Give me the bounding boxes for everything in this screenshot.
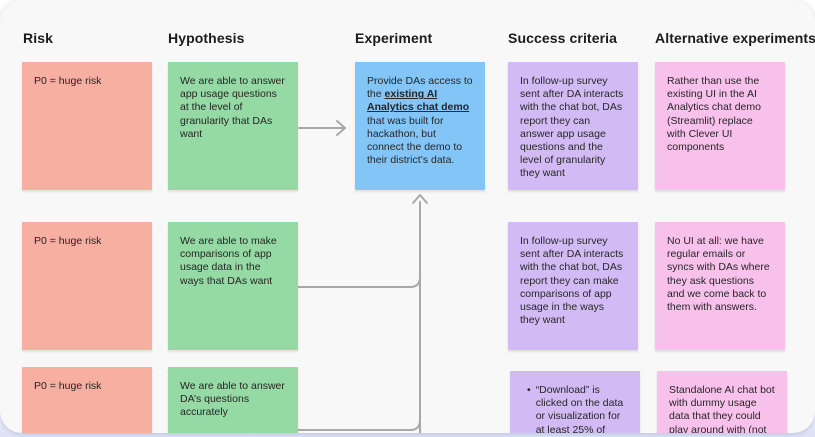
sticky-note-text: In follow-up survey sent after DA intera… xyxy=(520,75,624,180)
sticky-note-text: We are able to answer DA’s questions acc… xyxy=(180,380,285,419)
sticky-note-rich-text: Provide DAs access to the existing AI An… xyxy=(367,75,473,167)
column-header-hypothesis[interactable]: Hypothesis xyxy=(168,30,245,46)
column-header-success-criteria[interactable]: Success criteria xyxy=(508,30,618,46)
column-header-experiment[interactable]: Experiment xyxy=(355,30,433,46)
connector-hypothesis1-to-experiment[interactable] xyxy=(298,120,346,136)
sticky-note-alternative-2[interactable]: No UI at all: we have regular emails or … xyxy=(655,222,785,350)
sticky-note-text: No UI at all: we have regular emails or … xyxy=(667,235,770,314)
sticky-note-text: P0 = huge risk xyxy=(34,235,102,247)
column-header-risk[interactable]: Risk xyxy=(23,30,53,46)
bullet-item: • “Download” is clicked on the data or v… xyxy=(522,384,628,433)
sticky-note-hypothesis-1[interactable]: We are able to answer app usage question… xyxy=(168,62,298,190)
column-header-alternative-experiments[interactable]: Alternative experiments xyxy=(655,30,815,46)
sticky-note-hypothesis-3[interactable]: We are able to answer DA’s questions acc… xyxy=(168,367,298,433)
sticky-note-text: “Download” is clicked on the data or vis… xyxy=(535,384,624,433)
sticky-note-text: In follow-up survey sent after DA intera… xyxy=(520,235,624,327)
connector-trunk-to-experiment[interactable] xyxy=(412,194,428,433)
sticky-note-risk-1[interactable]: P0 = huge risk xyxy=(22,62,152,190)
sticky-note-experiment-1[interactable]: Provide DAs access to the existing AI An… xyxy=(355,62,485,190)
sticky-note-text: Rather than use the existing UI in the A… xyxy=(667,75,761,154)
sticky-note-text: P0 = huge risk xyxy=(34,75,102,87)
sticky-note-text: We are able to make comparisons of app u… xyxy=(180,235,277,287)
sticky-note-text: We are able to answer app usage question… xyxy=(180,75,285,140)
sticky-note-hypothesis-2[interactable]: We are able to make comparisons of app u… xyxy=(168,222,298,350)
sticky-note-alternative-1[interactable]: Rather than use the existing UI in the A… xyxy=(655,62,785,190)
sticky-note-text: P0 = huge risk xyxy=(34,380,102,392)
connector-hypothesis3-branch[interactable] xyxy=(297,419,421,431)
sticky-note-risk-3[interactable]: P0 = huge risk xyxy=(22,367,152,433)
sticky-note-risk-2[interactable]: P0 = huge risk xyxy=(22,222,152,350)
sticky-note-text: Standalone AI chat bot with dummy usage … xyxy=(669,384,775,433)
sticky-note-success-1[interactable]: In follow-up survey sent after DA intera… xyxy=(508,62,638,190)
bullet-icon: • xyxy=(527,384,531,396)
sticky-note-success-2[interactable]: In follow-up survey sent after DA intera… xyxy=(508,222,638,350)
sticky-note-alternative-3[interactable]: Standalone AI chat bot with dummy usage … xyxy=(657,371,787,433)
sticky-note-success-3[interactable]: • “Download” is clicked on the data or v… xyxy=(510,371,640,433)
connector-hypothesis2-branch[interactable] xyxy=(297,276,421,288)
